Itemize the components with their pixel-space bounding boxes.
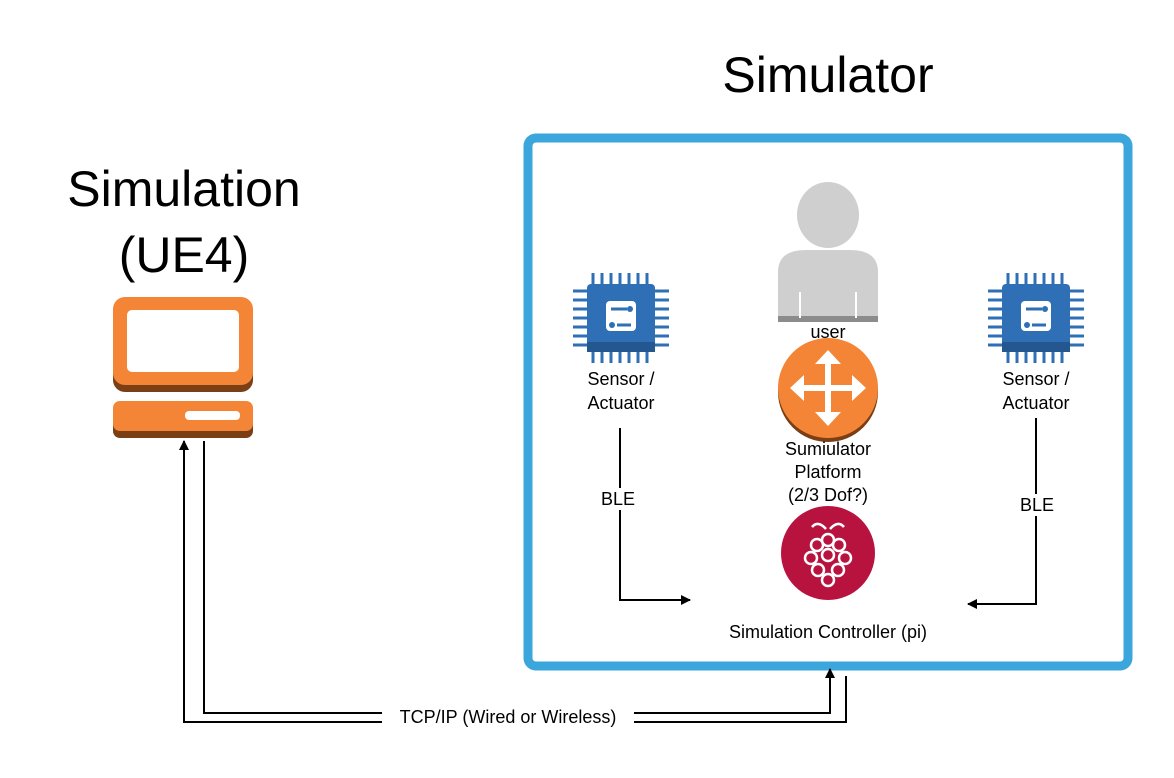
sensor-left-label-line2: Actuator	[587, 393, 654, 413]
chip-icon	[573, 273, 669, 363]
raspberry-pi-icon	[781, 506, 875, 600]
desktop-computer-icon	[113, 297, 253, 438]
simulator-container	[523, 133, 1133, 671]
controller-label: Simulation Controller (pi)	[729, 622, 927, 642]
simulator-title: Simulator	[722, 47, 933, 103]
sensor-right-label-line1: Sensor /	[1002, 369, 1069, 389]
tcp-connector-to-controller	[203, 441, 835, 714]
simulation-title-line1: Simulation	[67, 161, 300, 217]
ble-right-label: BLE	[1020, 495, 1054, 515]
platform-label-line1: Sumiulator	[785, 439, 871, 459]
platform-label-line2: Platform	[794, 462, 861, 482]
sensor-left-label-line1: Sensor /	[587, 369, 654, 389]
chip-icon	[988, 273, 1084, 363]
ble-right-connector	[967, 418, 1037, 609]
ble-left-connector	[619, 428, 691, 605]
sensor-right-label-line2: Actuator	[1002, 393, 1069, 413]
platform-label-line3: (2/3 Dof?)	[788, 485, 868, 505]
user-icon	[778, 182, 878, 322]
tcp-label: TCP/IP (Wired or Wireless)	[400, 707, 617, 727]
router-arrows-icon	[778, 338, 878, 442]
tcp-connector-to-computer	[179, 440, 847, 723]
user-label: user	[810, 322, 845, 342]
simulation-title-line2: (UE4)	[119, 227, 250, 283]
ble-left-label: BLE	[601, 489, 635, 509]
